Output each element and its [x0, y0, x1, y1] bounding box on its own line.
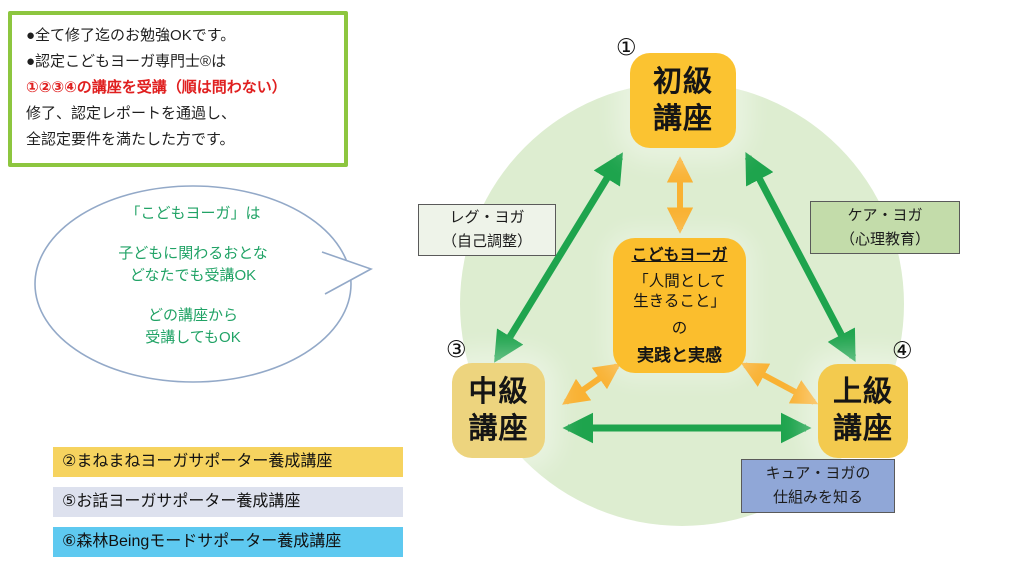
bubble-spacer — [48, 225, 338, 243]
info-line: ●全て修了迄のお勉強OKです。 — [26, 27, 236, 44]
center-box-line: の — [671, 319, 688, 337]
label-leg-yoga: レグ・ヨガ （自己調整） — [418, 204, 556, 256]
label-line: レグ・ヨガ — [449, 209, 525, 226]
label-care-yoga: ケア・ヨガ （心理教育） — [810, 201, 960, 254]
center-concept-box: こどもヨーガ 「人間として 生きること」 の 実践と実感 — [613, 238, 746, 373]
info-line-highlight: ①②③④の講座を受講（順は問わない） — [26, 79, 287, 96]
speech-bubble-text: 「こどもヨーガ」は 子どもに関わるおとな どなたでも受講OK どの講座から 受講… — [48, 203, 338, 349]
info-line: 修了、認定レポートを通過し、 — [26, 105, 237, 122]
label-line: ケア・ヨガ — [847, 206, 923, 224]
bubble-line: どの講座から — [147, 307, 238, 324]
arrow-beginner-intermediate — [494, 152, 623, 363]
number-badge-3: ③ — [446, 336, 467, 362]
center-box-line: 生きること」 — [633, 292, 726, 310]
bubble-line: 受講してもOK — [145, 329, 241, 346]
center-box-emphasis: 実践と実感 — [637, 345, 722, 365]
arrow-center-advanced — [740, 362, 819, 405]
bubble-line: どなたでも受講OK — [129, 267, 257, 284]
speech-bubble-shape — [34, 185, 373, 383]
info-line: ●認定こどもヨーガ専門士®は — [26, 53, 227, 70]
certification-info-box: ●全て修了迄のお勉強OKです。 ●認定こどもヨーガ専門士®は ①②③④の講座を受… — [8, 11, 348, 167]
node-label-line: 講座 — [652, 102, 713, 135]
bubble-line: 子どもに関わるおとな — [118, 245, 268, 262]
bubble-spacer — [48, 287, 338, 305]
bubble-line: 「こどもヨーガ」は — [125, 205, 261, 222]
node-label-line: 中級 — [468, 375, 529, 408]
info-line: 全認定要件を満たした方です。 — [26, 131, 235, 148]
node-label-line: 講座 — [832, 413, 893, 445]
node-beginner-course: 初級 講座 — [630, 53, 736, 148]
node-label-line: 上級 — [832, 376, 893, 408]
label-line: キュア・ヨガの — [765, 465, 871, 482]
number-badge-1: ① — [616, 34, 637, 60]
center-box-title: こどもヨーガ — [631, 246, 728, 264]
arrow-beginner-advanced — [744, 152, 857, 362]
label-line: （自己調整） — [441, 233, 532, 250]
label-cure-yoga: キュア・ヨガの 仕組みを知る — [741, 459, 895, 513]
node-label-line: 初級 — [652, 65, 713, 98]
node-advanced-course: 上級 講座 — [818, 364, 908, 458]
node-label-line: 講座 — [468, 412, 529, 445]
course-row-ohanashi-yoga: ⑤お話ヨーガサポーター養成講座 — [53, 487, 403, 517]
course-row-shinrin-being: ⑥森林Beingモードサポーター養成講座 — [53, 527, 403, 557]
number-badge-4: ④ — [892, 337, 913, 363]
node-intermediate-course: 中級 講座 — [452, 363, 545, 458]
center-box-line: 「人間として — [633, 272, 726, 290]
label-line: （心理教育） — [839, 230, 930, 248]
arrow-center-intermediate — [562, 363, 621, 405]
label-line: 仕組みを知る — [772, 489, 863, 506]
course-row-manemane-yoga: ②まねまねヨーガサポーター養成講座 — [53, 447, 403, 477]
